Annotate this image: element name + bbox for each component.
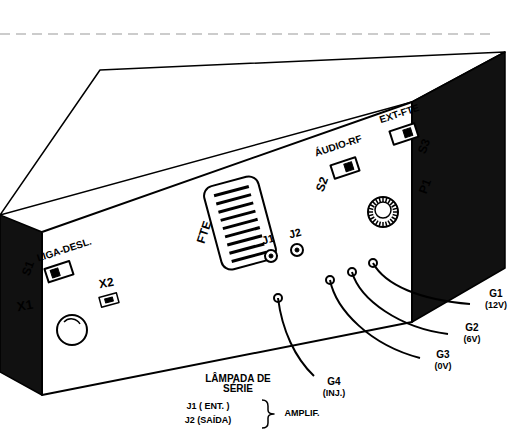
wire-value: (6V) [463, 335, 480, 344]
wire-value: (12V) [485, 301, 507, 310]
socket-x2 [99, 293, 119, 307]
jack-note: J1 ( ENT. ) [186, 402, 229, 411]
knob-knurl [393, 211, 398, 213]
knob-knurl [390, 201, 394, 205]
knob-knurl [379, 222, 380, 227]
knob-knurl [368, 211, 373, 213]
scan-line [0, 34, 495, 35]
caption-note: LÂMPADA DE SÉRIE [202, 374, 274, 395]
knob-knurl [386, 198, 387, 203]
grille-slot [225, 228, 260, 237]
knob-knurl [376, 199, 379, 203]
part-label: X1 [16, 298, 34, 314]
grille-slot [218, 203, 253, 212]
wire-label: G3 [436, 350, 449, 361]
wire-value: (INJ.) [323, 389, 346, 398]
brace [262, 400, 274, 428]
knob-knurl [369, 215, 374, 216]
lamp-socket-x1 [57, 315, 87, 345]
knob-knurl [372, 201, 376, 205]
switch-s2 [330, 157, 359, 178]
knob-knurl [388, 221, 391, 225]
wire-label: G4 [327, 377, 340, 388]
wires [274, 259, 470, 376]
switch-s1 [44, 261, 73, 282]
grille-slot [214, 186, 249, 195]
knob-knurl [390, 219, 394, 223]
front-panel [42, 102, 412, 395]
grille-slot [232, 252, 267, 261]
jack-note: J2 (SAÍDA) [185, 416, 232, 425]
knob-knurl [382, 222, 384, 227]
knob-knurl [392, 205, 396, 208]
grille-slot [227, 236, 262, 245]
part-label: X2 [98, 276, 115, 291]
potentiometer-knob-p1 [368, 197, 398, 227]
grille-slot [221, 211, 256, 220]
knob-knurl [372, 219, 376, 223]
knob-knurl [388, 199, 391, 203]
knob-knurl [370, 205, 374, 208]
case-right-side [412, 52, 505, 322]
switch-s3 [389, 123, 418, 144]
knob-knurl [393, 215, 398, 216]
wire-value: (0V) [434, 362, 451, 371]
wire-label: G1 [489, 289, 502, 300]
jack-j2 [291, 244, 303, 256]
knob-knurl [393, 208, 398, 209]
knob-knurl [376, 221, 379, 225]
knob-knurl [392, 217, 396, 220]
jack-j1 [265, 250, 277, 262]
grille-slot [223, 219, 258, 228]
grille-slot [229, 244, 264, 253]
grille-slot [216, 195, 251, 204]
knob-knurl [379, 198, 380, 203]
bracket-label: AMPLIF. [285, 409, 320, 418]
knob-knurl [370, 217, 374, 220]
knob-knurl [369, 208, 374, 209]
wire-label: G2 [465, 323, 478, 334]
knob-knurl [386, 222, 387, 227]
case-left-side [0, 215, 42, 395]
